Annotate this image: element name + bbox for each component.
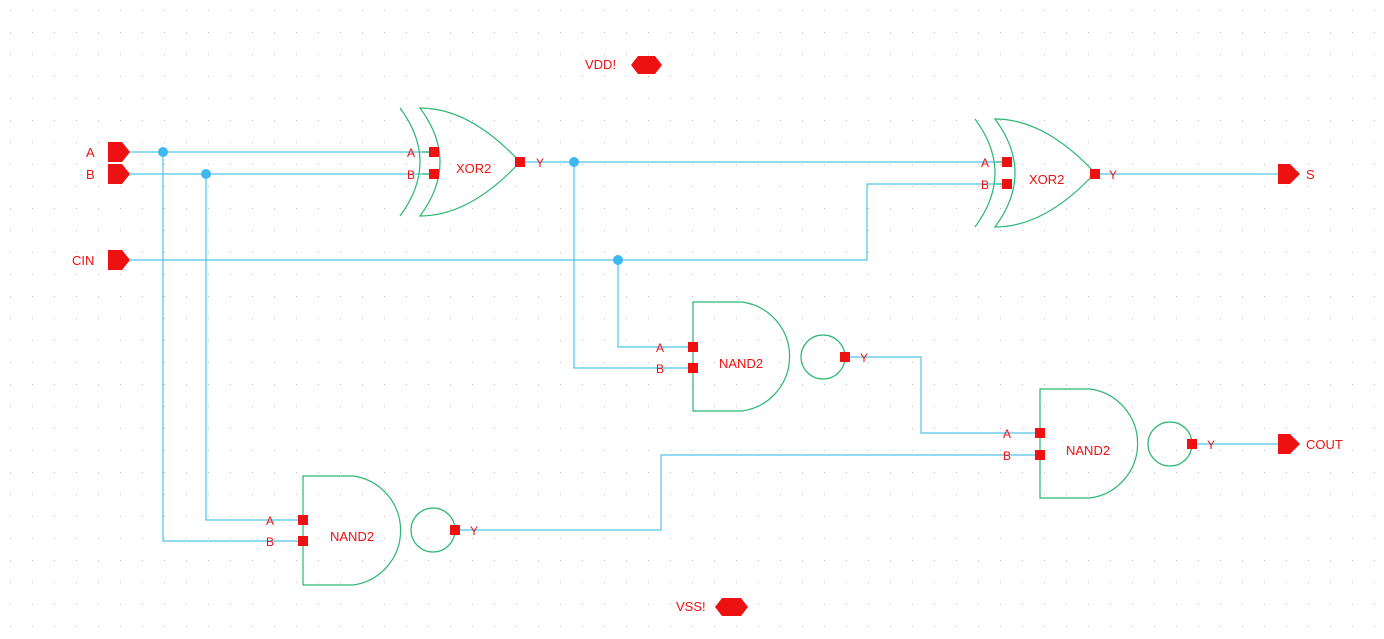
output-s-label: S: [1306, 167, 1315, 182]
wire-cin-main[interactable]: [130, 183, 1007, 261]
input-cin-label: CIN: [72, 253, 94, 268]
nand1-pin-a[interactable]: [688, 342, 698, 352]
xor-gate-1-body: [418, 107, 521, 217]
input-port-b[interactable]: B: [86, 164, 130, 184]
junction-dot: [201, 169, 211, 179]
nand-gate-3[interactable]: A B Y NAND2: [1003, 388, 1215, 499]
xor-gate-1[interactable]: A B Y XOR2: [399, 107, 544, 217]
output-cout-symbol: [1278, 434, 1300, 454]
nand1-pin-y[interactable]: [840, 352, 850, 362]
xor2-pin-y-label: Y: [1109, 168, 1117, 182]
xor2-pin-a-label: A: [981, 156, 989, 170]
wire-a-down[interactable]: [162, 152, 303, 542]
xor2-pin-y[interactable]: [1090, 169, 1100, 179]
input-port-cin[interactable]: CIN: [72, 250, 130, 270]
xor2-type-label: XOR2: [1029, 172, 1064, 187]
vdd-symbol: [631, 56, 662, 74]
nand-gate-1-body: [692, 301, 791, 412]
output-cout-label: COUT: [1306, 437, 1343, 452]
nand2-pin-y-label: Y: [470, 524, 478, 538]
nand2-pin-a[interactable]: [298, 515, 308, 525]
xor1-pin-a-label: A: [407, 146, 415, 160]
xor2-pin-b[interactable]: [1002, 179, 1012, 189]
xor1-pin-b[interactable]: [429, 169, 439, 179]
nand-gate-2[interactable]: A B Y NAND2: [266, 475, 478, 586]
nand-gate-2-body: [302, 475, 402, 586]
vdd-port[interactable]: VDD!: [585, 56, 662, 74]
wire-xor1-y-down[interactable]: [573, 162, 693, 369]
xor-gate-2-body: [993, 118, 1096, 228]
xor2-pin-b-label: B: [981, 178, 989, 192]
nand3-pin-b[interactable]: [1035, 450, 1045, 460]
nand1-pin-b[interactable]: [688, 363, 698, 373]
xor1-pin-y[interactable]: [515, 157, 525, 167]
xor-gate-2-back-arc: [974, 118, 996, 228]
input-b-symbol: [108, 164, 130, 184]
wire-nand2-y[interactable]: [455, 454, 1040, 531]
input-a-label: A: [86, 145, 95, 160]
xor2-pin-a[interactable]: [1002, 157, 1012, 167]
xor1-type-label: XOR2: [456, 161, 491, 176]
nand-gate-3-body: [1039, 388, 1139, 499]
wire-b-down[interactable]: [205, 174, 303, 521]
nand3-pin-y[interactable]: [1187, 439, 1197, 449]
nand3-type-label: NAND2: [1066, 443, 1110, 458]
input-cin-symbol: [108, 250, 130, 270]
output-port-s[interactable]: S: [1278, 164, 1315, 184]
wire-cin-down[interactable]: [617, 260, 693, 348]
vss-label: VSS!: [676, 599, 706, 614]
nand1-pin-b-label: B: [656, 362, 664, 376]
junctions: [158, 147, 623, 265]
xor-gate-2[interactable]: A B Y XOR2: [974, 118, 1117, 228]
nand3-pin-b-label: B: [1003, 449, 1011, 463]
input-port-a[interactable]: A: [86, 142, 130, 162]
output-s-symbol: [1278, 164, 1300, 184]
vss-symbol: [715, 598, 748, 616]
wire-nand1-y[interactable]: [845, 356, 1040, 434]
xor1-pin-b-label: B: [407, 168, 415, 182]
output-port-cout[interactable]: COUT: [1278, 434, 1343, 454]
nand2-type-label: NAND2: [330, 529, 374, 544]
nand2-pin-b[interactable]: [298, 536, 308, 546]
nand1-pin-y-label: Y: [860, 351, 868, 365]
nand3-pin-a-label: A: [1003, 427, 1011, 441]
wires: [130, 151, 1280, 542]
junction-dot: [613, 255, 623, 265]
nand2-pin-b-label: B: [266, 535, 274, 549]
nand3-pin-y-label: Y: [1207, 438, 1215, 452]
xor1-pin-y-label: Y: [536, 156, 544, 170]
nand1-pin-a-label: A: [656, 341, 664, 355]
nand1-type-label: NAND2: [719, 356, 763, 371]
nand3-pin-a[interactable]: [1035, 428, 1045, 438]
input-a-symbol: [108, 142, 130, 162]
junction-dot: [569, 157, 579, 167]
nand2-pin-a-label: A: [266, 514, 274, 528]
junction-dot: [158, 147, 168, 157]
nand2-pin-y[interactable]: [450, 525, 460, 535]
xor-gate-1-back-arc: [399, 107, 421, 217]
input-b-label: B: [86, 167, 95, 182]
vdd-label: VDD!: [585, 57, 616, 72]
nand-gate-1[interactable]: A B Y NAND2: [656, 301, 868, 412]
xor1-pin-a[interactable]: [429, 147, 439, 157]
vss-port[interactable]: VSS!: [676, 598, 748, 616]
